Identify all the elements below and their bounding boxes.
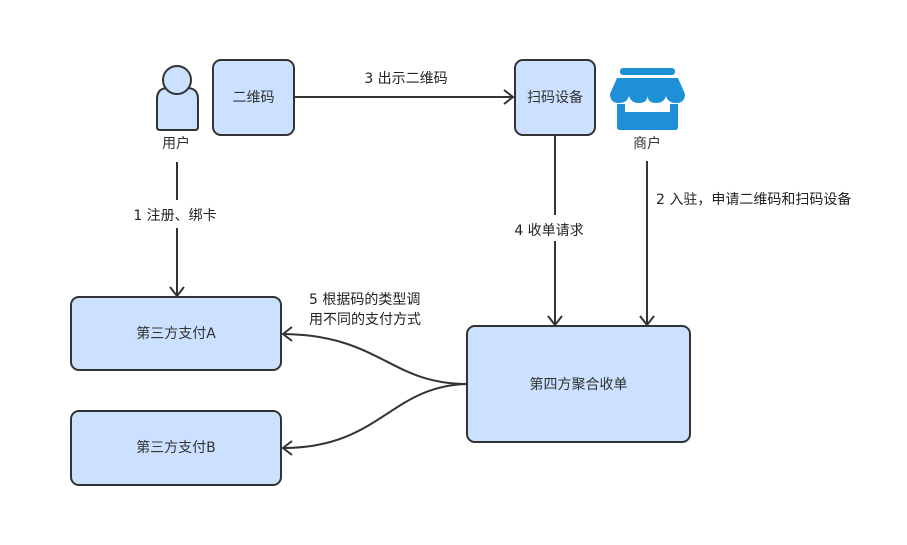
edge-curve-to-pay-b: [282, 383, 468, 449]
edge-route-payment: 5 根据码的类型调 用不同的支付方式: [281, 292, 468, 456]
actor-label-user: 用户: [162, 135, 190, 152]
edge-label-register-bind-card: 1 注册、绑卡: [133, 208, 216, 224]
node-qrcode[interactable]: 二维码: [212, 59, 295, 136]
edge-label-route-line2: 用不同的支付方式: [309, 312, 421, 328]
edge-show-qrcode: 3 出示二维码: [295, 71, 515, 105]
edge-merchant-onboard: 2 入驻，申请二维码和扫码设备: [639, 161, 851, 327]
edge-label-merchant-onboard: 2 入驻，申请二维码和扫码设备: [656, 191, 851, 208]
edge-label-payment-request: 4 收单请求: [514, 223, 583, 239]
node-label-qrcode: 二维码: [233, 90, 275, 106]
node-box: [466, 325, 691, 443]
edge-register-bind-card: 1 注册、绑卡: [133, 162, 217, 298]
edge-payment-request: 4 收单请求: [514, 136, 584, 327]
node-label-pay-b: 第三方支付B: [136, 439, 216, 456]
actor-user[interactable]: 用户: [156, 65, 199, 152]
node-label-pay-a: 第三方支付A: [136, 325, 216, 342]
node-pay-a[interactable]: 第三方支付A: [70, 296, 282, 371]
node-label-aggregator: 第四方聚合收单: [530, 376, 628, 393]
node-scanner[interactable]: 扫码设备: [514, 59, 596, 136]
edge-label-show-qrcode: 3 出示二维码: [364, 71, 447, 87]
node-pay-b[interactable]: 第三方支付B: [70, 410, 282, 486]
node-box: [70, 296, 282, 371]
user-icon: [156, 65, 199, 131]
node-label-scanner: 扫码设备: [527, 89, 583, 106]
actor-merchant[interactable]: 商户: [610, 68, 685, 152]
node-aggregator[interactable]: 第四方聚合收单: [466, 325, 691, 443]
arrowhead-icon: [503, 89, 515, 105]
node-box: [70, 410, 282, 486]
edge-label-route-line1: 5 根据码的类型调: [309, 292, 420, 308]
node-box: [514, 59, 596, 136]
arrowhead-icon: [281, 440, 293, 456]
arrowhead-icon: [281, 326, 293, 342]
node-box: [212, 59, 295, 136]
edge-curve-to-pay-a: [282, 333, 468, 385]
store-icon: [610, 68, 685, 130]
actor-label-merchant: 商户: [633, 135, 661, 152]
